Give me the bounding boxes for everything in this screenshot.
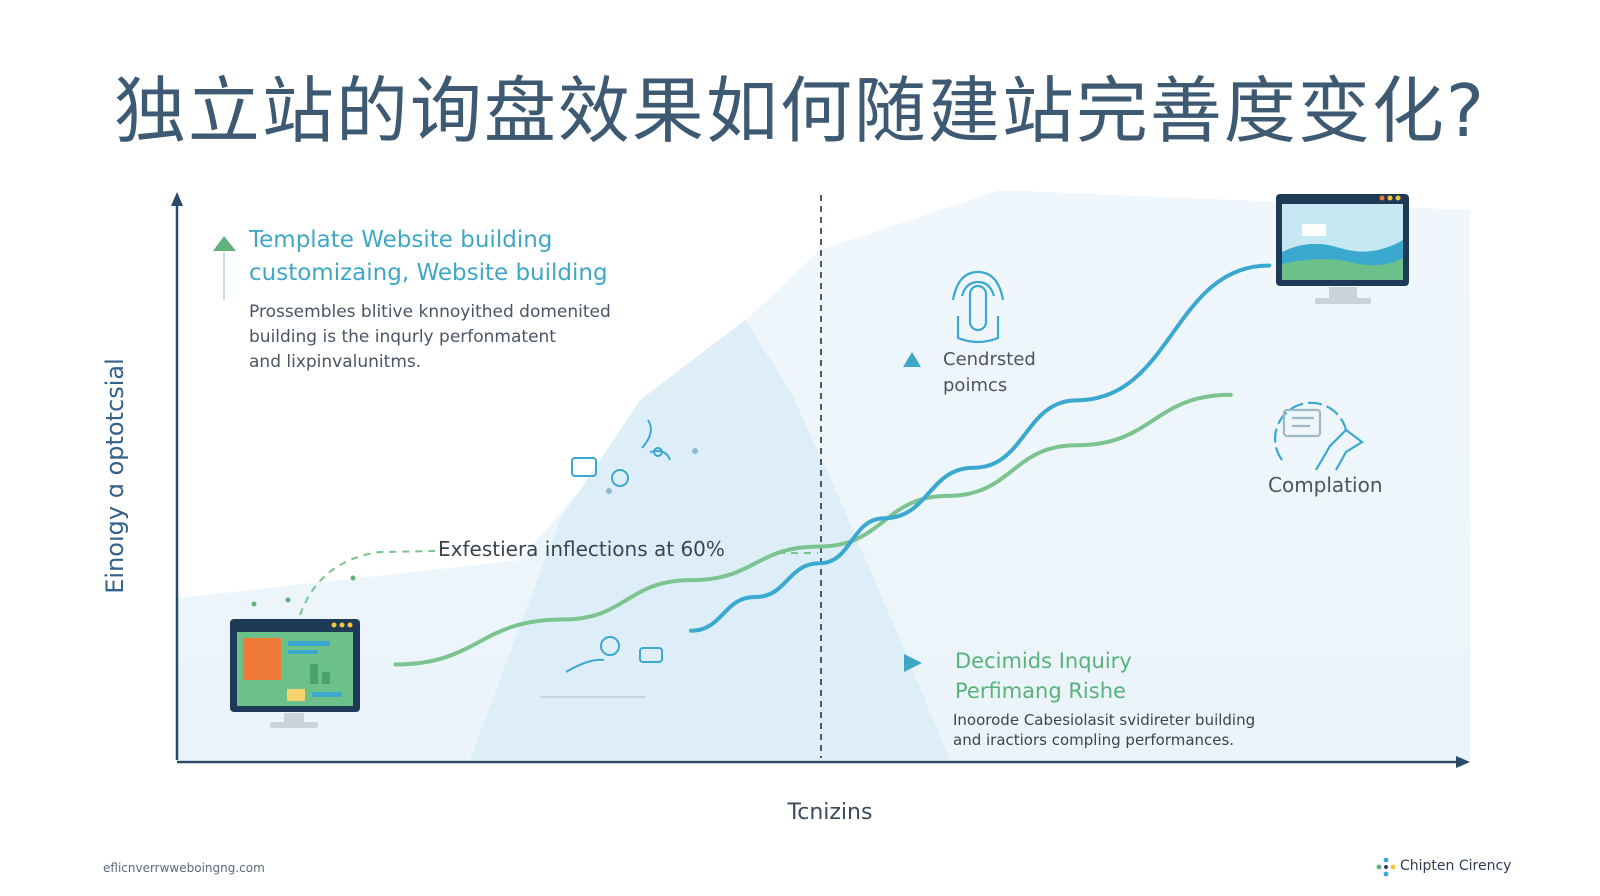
decor-dot — [350, 575, 356, 581]
centred-label-line: Cendrsted — [943, 349, 1036, 370]
decor-dot — [606, 488, 612, 494]
template-heading-line: customizaing, Website building — [249, 260, 608, 286]
template-heading-line: Template Website building — [249, 227, 553, 253]
inquiry-heading: Decimids Inquiry Perfimang Rishe — [955, 646, 1132, 706]
dashed-guide-curve — [299, 550, 436, 616]
y-axis-arrow — [171, 192, 183, 206]
chat-bubble-icon — [540, 419, 671, 698]
template-description-line: and lixpinvalunitms. — [249, 352, 422, 372]
centred-points-label: Cendrsted poimcs — [943, 347, 1036, 399]
completion-gear-icon — [1274, 401, 1364, 471]
page-title: 独立站的询盘效果如何随建站完善度变化? — [113, 69, 1487, 153]
centred-label-line: poimcs — [943, 375, 1008, 396]
footer-url[interactable]: eflicnverrwweboingng.com — [103, 861, 265, 875]
inquiry-description-line: and iractiors compling performances. — [953, 731, 1235, 749]
triangle-right-icon — [904, 654, 922, 672]
inquiry-description-line: Inoorode Cabesiolasit svidireter buildin… — [953, 711, 1256, 729]
decor-dot — [251, 601, 257, 607]
series-layer — [393, 263, 1272, 667]
touch-hand-icon — [951, 270, 1005, 344]
y-axis-label: Einoıgy ɑ optotcsial — [101, 358, 129, 594]
inquiry-description: Inoorode Cabesiolasit svidireter buildin… — [953, 710, 1255, 750]
inquiry-heading-line: Decimids Inquiry — [955, 649, 1132, 673]
decor-dot — [285, 597, 291, 603]
mountain-shape — [470, 320, 950, 760]
inquiry-heading-line: Perfimang Rishe — [955, 679, 1126, 703]
template-description-line: building is the inqurly perfonmatent — [249, 327, 556, 347]
series-line-green — [393, 392, 1233, 667]
brand-logo-icon — [1376, 857, 1396, 877]
triangle-up-icon — [903, 352, 921, 367]
triangle-up-icon — [213, 236, 236, 251]
decor-dot — [692, 448, 698, 454]
monitor-finished-icon — [1276, 194, 1409, 304]
x-axis-arrow — [1456, 756, 1470, 768]
series-line-blue — [689, 263, 1272, 633]
template-heading: Template Website building customizaing, … — [249, 224, 608, 290]
template-description-line: Prossembles blitive knnoyithed domenited — [249, 302, 611, 322]
monitor-template-icon — [230, 619, 360, 728]
inflection-label: Exfestiera inflections at 60% — [438, 537, 725, 561]
footer-brand: Chipten Cirency — [1400, 858, 1512, 874]
completion-label: Complation — [1268, 473, 1383, 497]
template-description: Prossembles blitive knnoyithed domenited… — [249, 300, 611, 375]
x-axis-label: Tcnizins — [787, 800, 873, 825]
